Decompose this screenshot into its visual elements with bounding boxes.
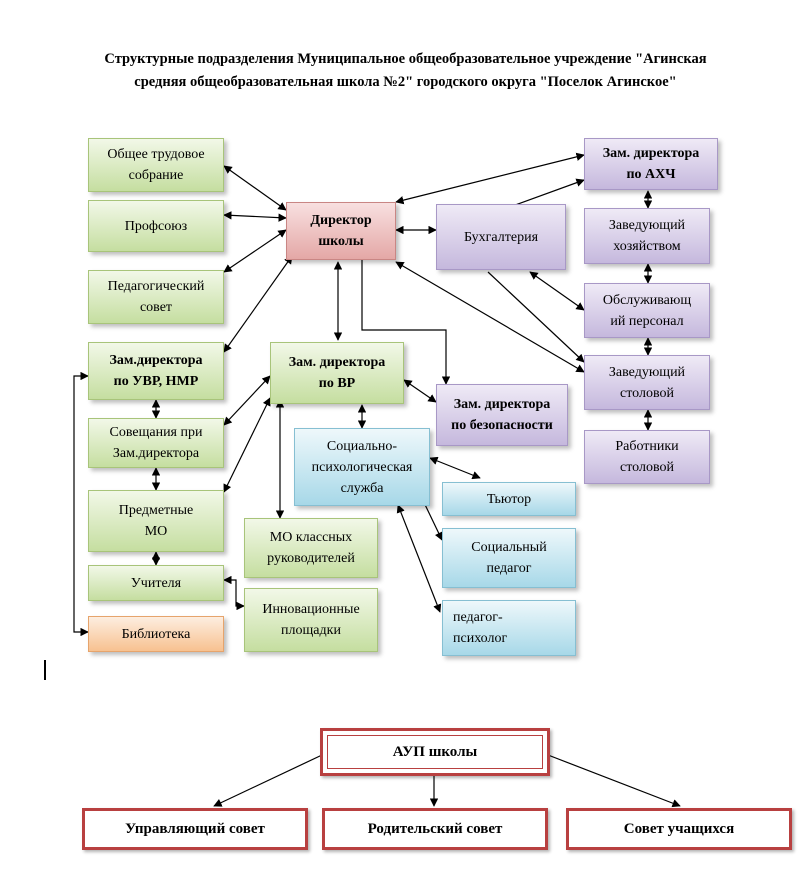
node-zam-bez-l2: по безопасности xyxy=(451,418,553,433)
link-obshee-director xyxy=(223,165,287,211)
node-zav-hoz-l1: Заведующий xyxy=(608,218,686,233)
node-aup: АУП школы xyxy=(320,728,550,776)
node-obsl: Обслуживающ ий персонал xyxy=(584,283,710,338)
node-direktor-l1: Директор xyxy=(310,213,372,228)
node-socpsy-l3: служба xyxy=(340,480,384,496)
node-innov-l2: площадки xyxy=(281,623,341,638)
node-zam-ahch-l2: по АХЧ xyxy=(626,167,676,182)
node-mo-klass: МО классных руководителей xyxy=(244,518,378,578)
node-socpsy-l2: психологическая xyxy=(311,459,413,475)
node-profsoyuz-l1: Профсоюз xyxy=(124,218,188,234)
node-socpsy: Социально-психологическая служба xyxy=(294,428,430,506)
node-predmetnye-l2: МО xyxy=(144,524,168,539)
node-pedpsy: педагог-психолог xyxy=(442,600,576,656)
node-obsl-l1: Обслуживающ xyxy=(602,292,692,308)
node-pedpsy-l1: педагог- xyxy=(453,610,503,625)
link-director-zavstol xyxy=(395,261,585,373)
node-mo-klass-l2: руководителей xyxy=(267,551,355,566)
link-zamuvr-biblioteka xyxy=(73,371,89,637)
node-upr-sovet-label: Управляющий совет xyxy=(125,820,265,837)
node-aup-label: АУП школы xyxy=(392,743,478,760)
node-socpsy-l1: Социально- xyxy=(326,438,398,454)
node-zam-bez-l1: Зам. директора xyxy=(453,397,551,412)
link-zamvr-zambez xyxy=(403,379,437,403)
node-rab-stol: Работники столовой xyxy=(584,430,710,484)
node-zam-bez: Зам. директора по безопасности xyxy=(436,384,568,446)
node-biblioteka: Библиотека xyxy=(88,616,224,652)
node-zam-ahch-l1: Зам. директора xyxy=(602,146,700,161)
node-rab-stol-l2: столовой xyxy=(620,460,674,475)
node-sovet-uch: Совет учащихся xyxy=(566,808,792,850)
node-rab-stol-l1: Работники xyxy=(615,439,679,454)
link-uchitelya-innov xyxy=(223,575,245,611)
node-pedsovet-l2: совет xyxy=(139,300,173,315)
link-aup-upr xyxy=(213,754,323,807)
node-pedsovet: Педагогический совет xyxy=(88,270,224,324)
node-socped-l1: Социальный xyxy=(471,540,547,555)
link-profsoyuz-director xyxy=(223,211,287,222)
node-obshee-l1: Общее трудовое xyxy=(107,147,205,162)
node-zam-uvr-l1: Зам.директора xyxy=(109,353,203,368)
node-rod-sovet-label: Родительский совет xyxy=(367,820,503,837)
node-zam-vr-l2: по ВР xyxy=(318,376,356,391)
node-obshee: Общее трудовое собрание xyxy=(88,138,224,192)
diagram-title: Структурные подразделения Муниципальное … xyxy=(40,48,771,94)
node-uchitelya-l1: Учителя xyxy=(130,575,182,591)
link-director-zambez xyxy=(361,256,451,385)
node-innov: Инновационные площадки xyxy=(244,588,378,652)
node-direktor: Директор школы xyxy=(286,202,396,260)
node-obsl-l2: ий персонал xyxy=(610,313,684,329)
node-buh: Бухгалтерия xyxy=(436,204,566,270)
node-upr-sovet: Управляющий совет xyxy=(82,808,308,850)
link-buh-zavstol xyxy=(487,271,585,363)
node-innov-l1: Инновационные xyxy=(262,602,360,617)
link-buh-obsl xyxy=(529,271,585,311)
node-zav-stol-l2: столовой xyxy=(620,385,674,401)
link-zamuvr-director xyxy=(223,255,293,353)
node-zam-uvr: Зам.директора по УВР, НМР xyxy=(88,342,224,400)
link-predmetnye-zamvr xyxy=(223,397,271,493)
node-socped: Социальный педагог xyxy=(442,528,576,588)
node-biblioteka-l1: Библиотека xyxy=(121,626,191,642)
node-predmetnye-l1: Предметные xyxy=(118,503,194,518)
node-obshee-l2: собрание xyxy=(128,168,184,183)
link-pedsovet-director xyxy=(223,229,287,273)
node-zav-hoz-l2: хозяйством xyxy=(613,239,681,254)
title-line-1: Структурные подразделения Муниципальное … xyxy=(104,51,707,67)
node-zam-vr: Зам. директора по ВР xyxy=(270,342,404,404)
node-soveshaniya-l2: Зам.директора xyxy=(112,446,200,461)
node-rod-sovet: Родительский совет xyxy=(322,808,548,850)
node-tyutor-l1: Тьютор xyxy=(486,491,532,507)
link-aup-uch xyxy=(547,754,681,808)
node-zam-ahch: Зам. директора по АХЧ xyxy=(584,138,718,190)
node-tyutor: Тьютор xyxy=(442,482,576,516)
node-socped-l2: педагог xyxy=(486,561,532,576)
node-pedpsy-l2: психолог xyxy=(453,631,508,646)
node-buh-l1: Бухгалтерия xyxy=(463,229,539,245)
title-line-2: средняя общеобразовательная школа №2" го… xyxy=(134,74,677,90)
node-zam-uvr-l2: по УВР, НМР xyxy=(113,374,199,389)
node-zav-hoz: Заведующий хозяйством xyxy=(584,208,710,264)
link-director-ahch xyxy=(395,152,585,205)
node-zam-vr-l1: Зам. директора xyxy=(288,355,386,370)
node-pedsovet-l1: Педагогический xyxy=(107,279,205,294)
node-uchitelya: Учителя xyxy=(88,565,224,601)
node-direktor-l2: школы xyxy=(318,234,364,249)
node-soveshaniya-l1: Совещания при xyxy=(109,425,203,440)
link-soveshaniya-zamvr xyxy=(223,375,271,426)
node-mo-klass-l1: МО классных xyxy=(269,530,353,545)
node-zav-stol: Заведующий столовой xyxy=(584,355,710,410)
node-sovet-uch-label: Совет учащихся xyxy=(623,820,735,837)
text-cursor xyxy=(44,660,46,680)
node-zav-stol-l1: Заведующий xyxy=(608,364,686,380)
node-profsoyuz: Профсоюз xyxy=(88,200,224,252)
link-socpsy-tyutor xyxy=(429,456,481,480)
link-socpsy-pedpsy xyxy=(396,504,442,613)
